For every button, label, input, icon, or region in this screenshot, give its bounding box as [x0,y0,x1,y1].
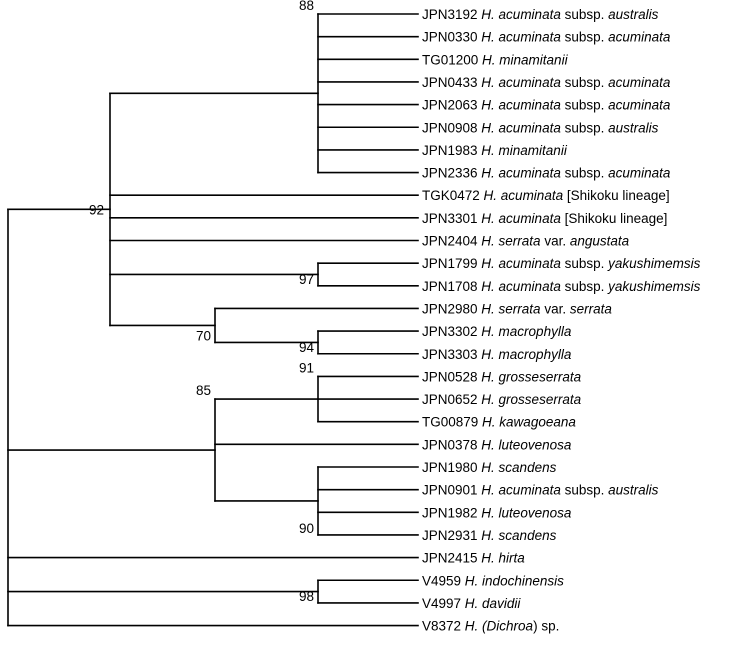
tip-label-jpn3302: JPN3302 H. macrophylla [422,324,572,339]
tip-label-jpn0528: JPN0528 H. grosseserrata [422,369,582,384]
tip-label-jpn1799: JPN1799 H. acuminata subsp. yakushimemsi… [422,256,701,271]
tip-label-jpn0901: JPN0901 H. acuminata subsp. australis [422,483,659,498]
tip-labels: JPN3192 H. acuminata subsp. australisJPN… [422,7,701,634]
tip-label-jpn2980: JPN2980 H. serrata var. serrata [422,301,612,316]
tip-label-jpn0378: JPN0378 H. luteovenosa [422,437,572,452]
tip-label-jpn2063: JPN2063 H. acuminata subsp. acuminata [422,98,671,113]
tip-label-v8372: V8372 H. (Dichroa) sp. [422,619,559,634]
tip-label-jpn0330: JPN0330 H. acuminata subsp. acuminata [422,30,671,45]
support-value-85: 85 [196,383,211,398]
tip-label-jpn0652: JPN0652 H. grosseserrata [422,392,582,407]
tip-label-jpn3192: JPN3192 H. acuminata subsp. australis [422,7,659,22]
support-value-91: 91 [299,360,314,375]
tip-label-jpn3303: JPN3303 H. macrophylla [422,347,572,362]
support-value-88: 88 [299,0,314,13]
support-value-94: 94 [299,340,315,355]
tip-label-jpn2336: JPN2336 H. acuminata subsp. acuminata [422,166,671,181]
support-value-70: 70 [196,328,211,343]
tip-label-jpn1708: JPN1708 H. acuminata subsp. yakushimemsi… [422,279,701,294]
tip-label-v4997: V4997 H. davidii [422,596,521,611]
support-value-97: 97 [299,272,314,287]
tip-label-jpn3301: JPN3301 H. acuminata [Shikoku lineage] [422,211,667,226]
tip-label-jpn1983: JPN1983 H. minamitanii [422,143,568,158]
tree-branches [7,13,419,627]
support-values: 88 97 94 70 92 91 90 85 98 [89,0,315,604]
tip-label-tgk0472: TGK0472 H. acuminata [Shikoku lineage] [422,188,670,203]
tip-label-tg00879: TG00879 H. kawagoeana [422,415,576,430]
tip-label-jpn2415: JPN2415 H. hirta [422,551,525,566]
tip-label-jpn1980: JPN1980 H. scandens [422,460,557,475]
tip-label-jpn0908: JPN0908 H. acuminata subsp. australis [422,120,659,135]
support-value-92: 92 [89,202,104,217]
tip-label-jpn2931: JPN2931 H. scandens [422,528,557,543]
tip-label-jpn1982: JPN1982 H. luteovenosa [422,505,572,520]
support-value-90: 90 [299,521,314,536]
tip-label-jpn2404: JPN2404 H. serrata var. angustata [422,234,630,249]
tip-label-tg01200: TG01200 H. minamitanii [422,52,569,67]
support-value-98: 98 [299,589,314,604]
tip-label-jpn0433: JPN0433 H. acuminata subsp. acuminata [422,75,671,90]
tip-label-v4959: V4959 H. indochinensis [422,573,564,588]
